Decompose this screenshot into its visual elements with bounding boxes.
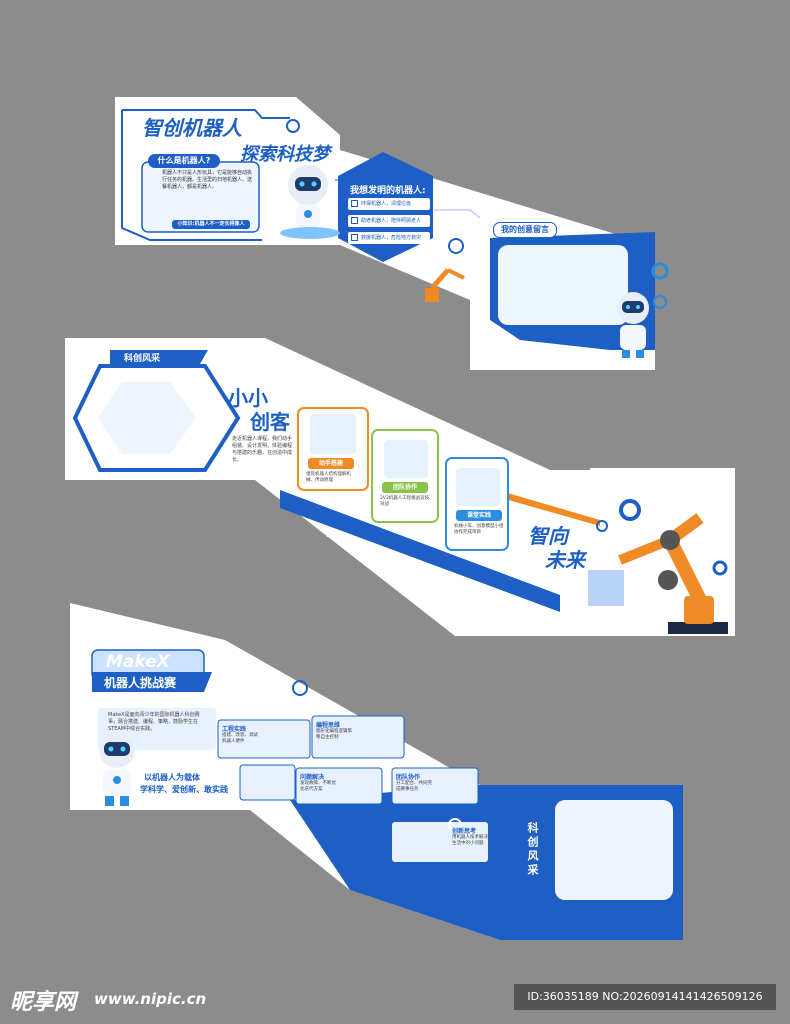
invent-item-label: 助老机器人，陪伴照顾老人 [361,218,422,224]
watermark-id: ID:36035189 NO:20260914141426509126 [514,984,776,1010]
item-label: 团队协作 [396,774,421,781]
robot-arm-illustration [588,513,728,634]
maker-title-a: 小小 [228,386,268,410]
invent-item-label: 环保机器人，清理垃圾 [361,201,412,207]
item-label: 创新思考 [452,828,477,835]
watermark-url: www.nipic.cn [94,990,207,1008]
panel3-intro-text: MakeX是面向青少年的国际机器人科创赛事，融合搭建、编程、策略，鼓励学生在ST… [108,712,200,732]
maker-title-b: 创客 [250,410,290,434]
makex-badge-title: MakeX [106,652,170,672]
robot-illustration-3 [99,732,135,806]
panel2-section-tag: 科创风采 [124,354,161,364]
message-title: 我的创意留言 [493,222,557,238]
card-text: 2V2机器人工程挑战竞技对战 [380,496,430,507]
panel-1: 智创机器人 探索科技梦 什么是机器人? 机器人不只是人形玩具，它是能够自动执行任… [0,0,790,380]
future-title-a: 智向 [528,524,568,548]
motto-line1: 以机器人为载体 [144,773,200,782]
item-text: 发现故障、不断优化迭代方案 [300,781,336,792]
panel1-title-line1: 智创机器人 [142,116,242,140]
panel2-intro-text: 走近机器人课程，我们动手组装、设计发明，体验编程与搭建的乐趣，在创造中成长。 [232,436,293,463]
card-label: 课堂实践 [456,510,502,521]
motto-line2: 学科学、爱创新、敢实践 [140,785,228,794]
item-text: 用机器人技术解决生活中的小问题 [452,835,488,846]
what-robot-highlight: 小知识:机器人不一定长得像人 [172,220,250,229]
panel1-title-line2: 探索科技梦 [240,144,330,165]
watermark-brand: 昵享网 [10,990,77,1015]
panel-3: MakeX 机器人挑战赛 MakeX是面向青少年的国际机器人科创赛事，融合搭建、… [0,600,790,945]
item-text: 分工配合、共同完成赛事任务 [396,781,432,792]
item-label: 工程实践 [222,726,247,733]
what-robot-title: 什么是机器人? [148,154,220,168]
card-text: 机械小车、创意模型小组协作完成项目 [454,524,504,535]
invent-item-label: 救援机器人，危险地方救灾 [361,235,422,241]
panel-2: 科创风采 小小 创客 走近机器人课程，我们动手组装、设计发明，体验编程与搭建的乐… [0,330,790,650]
item-text: 搭建、改装、调试机器人硬件 [222,733,258,744]
panel3-section-tag: 科创风采 [526,822,539,878]
item-text: 图形化编程逻辑策略自主控制 [316,729,352,740]
checkbox-icon[interactable] [351,234,358,241]
panel-3-shape [70,603,683,940]
checkbox-icon[interactable] [351,200,358,207]
invent-item: 助老机器人，陪伴照顾老人 [348,215,430,227]
robot-illustration-2 [617,292,649,358]
card-text: 组装机器人结构理解机械、传动原理 [306,472,351,483]
card-label: 团队协作 [382,482,428,493]
makex-badge-subtitle: 机器人挑战赛 [104,676,177,690]
item-label: 编程思维 [316,722,341,729]
checkbox-icon[interactable] [351,217,358,224]
card-label: 动手搭建 [308,458,354,469]
invent-item: 救援机器人，危险地方救灾 [348,232,430,244]
robot-illustration-1 [280,165,340,239]
what-robot-text: 机器人不只是人形玩具，它是能够自动执行任务的机器。生活里的扫地机器人、送餐机器人… [162,170,253,190]
invent-item: 环保机器人，清理垃圾 [348,198,430,210]
invent-title: 我想发明的机器人: [350,186,426,196]
watermark-id-text: ID:36035189 NO:20260914141426509126 [527,990,763,1003]
item-label: 问题解决 [300,774,325,781]
future-title-b: 未来 [545,548,585,572]
